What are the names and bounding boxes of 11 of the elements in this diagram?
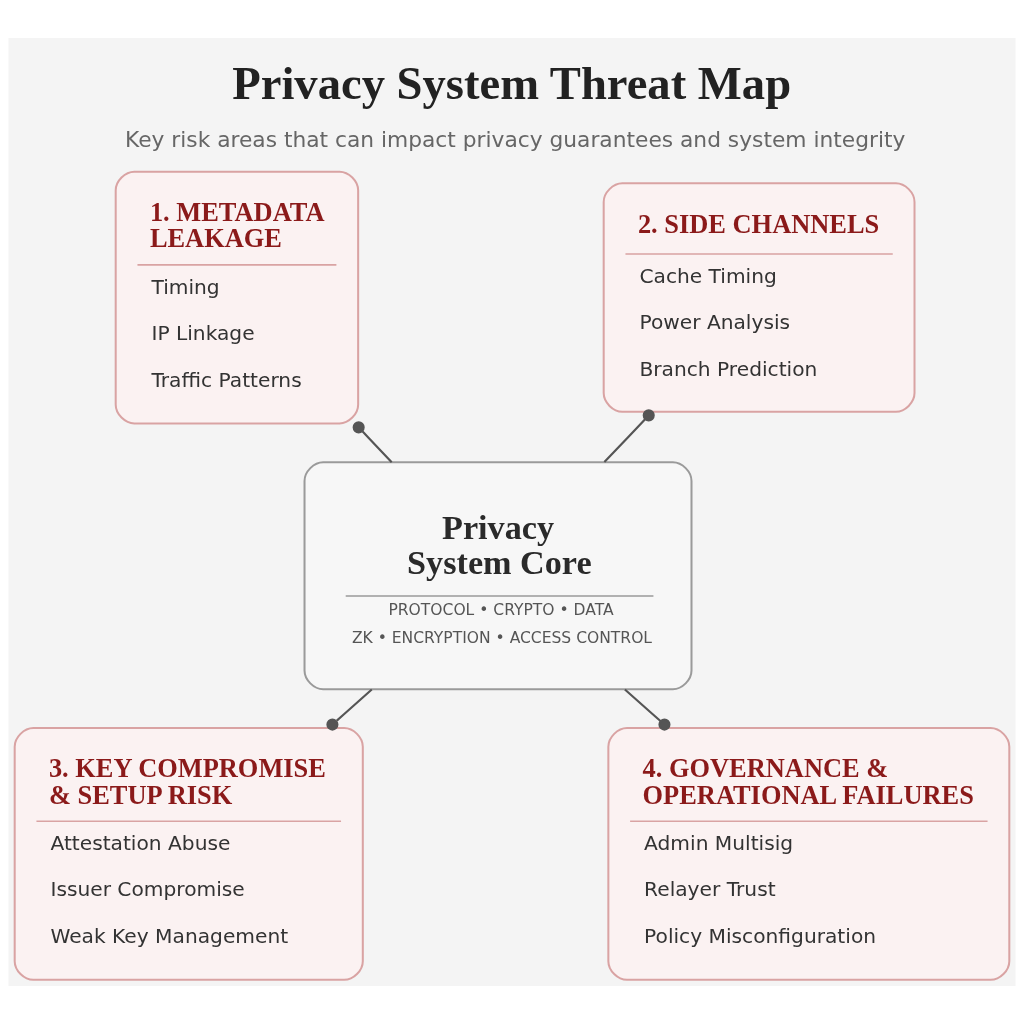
connector [624,688,671,731]
node-box: 3. KEY COMPROMISE & SETUP RISK Attestation Abuse Issuer Compromise Weak Key Management [13,727,364,981]
connector [352,421,393,463]
connector [326,688,373,731]
connector [603,409,655,463]
node-box: 4. GOVERNANCE & OPERATIONAL FAILURES Admin Multisig Relayer Trust Policy Misconfiguration [607,727,1011,981]
diagram-title: Privacy System Threat Map [232,56,792,109]
node-box: 1. METADATA LEAKAGE Timing IP Linkage Traffic Patterns [114,170,360,425]
caption: Key risk areas that can impact privacy guarantees and system integrity [125,127,906,153]
node-box: Privacy System Core PROTOCOL • CRYPTO • DATA ZK • ENCRYPTION • ACCESS CONTROL [303,461,693,691]
node-box: 2. SIDE CHANNELS Cache Timing Power Analysis Branch Prediction [602,182,916,413]
